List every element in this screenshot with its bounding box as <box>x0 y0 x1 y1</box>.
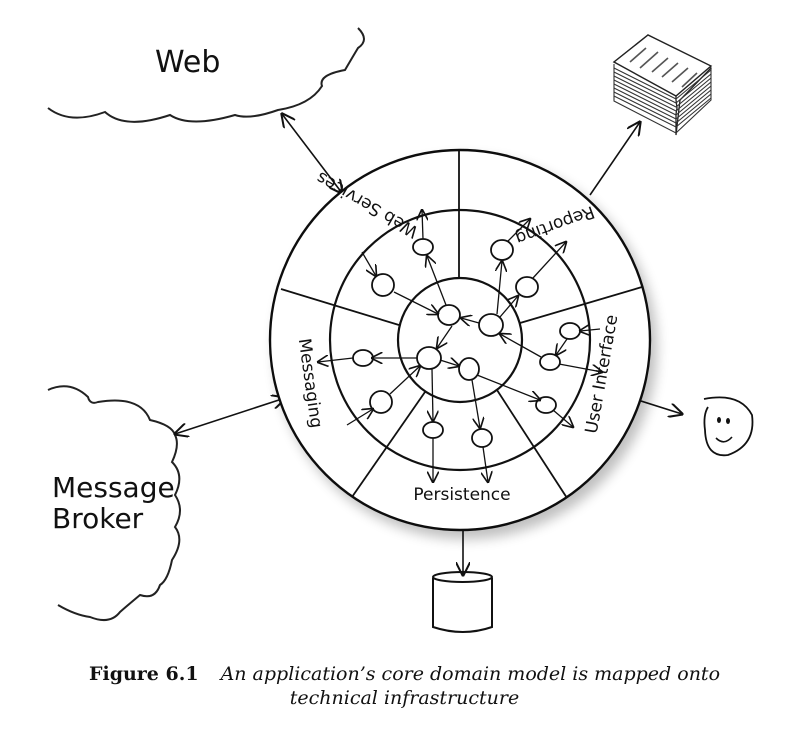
domain-core <box>396 276 524 404</box>
web-cloud: Web <box>47 27 365 123</box>
node <box>458 357 480 381</box>
node <box>369 390 393 414</box>
message-broker-label-line1: Message <box>52 471 175 504</box>
user-smiley-icon <box>703 396 754 457</box>
node <box>422 421 444 439</box>
persistence-label: Persistence <box>413 485 510 505</box>
onion-architecture: Web Services Reporting Messaging User In… <box>268 148 652 532</box>
database-cylinder-icon <box>432 571 493 633</box>
message-broker-cloud: Message Broker <box>47 385 181 622</box>
messaging-arrow <box>175 398 285 434</box>
node <box>471 428 493 448</box>
figure-number: Figure 6.1 <box>88 663 199 685</box>
caption-text-line1: An application’s core domain model is ma… <box>220 663 721 685</box>
message-broker-label-line2: Broker <box>52 502 144 535</box>
node <box>371 273 395 297</box>
dependency-arrows <box>318 210 602 482</box>
reporting-arrow <box>589 122 640 196</box>
node <box>437 304 461 326</box>
figure-caption: Figure 6.1 An application’s core domain m… <box>0 662 809 710</box>
node <box>490 239 514 261</box>
web-label: Web <box>155 45 220 80</box>
caption-line-1: Figure 6.1 An application’s core domain m… <box>0 662 809 686</box>
node <box>539 353 561 371</box>
node <box>416 346 442 370</box>
node <box>478 313 504 337</box>
domain-object-nodes <box>352 238 581 448</box>
reports-stack-icon <box>612 34 713 136</box>
node <box>352 349 374 367</box>
node <box>559 322 581 340</box>
section-dividers <box>280 150 643 499</box>
node <box>412 238 434 256</box>
web-arrow <box>282 114 342 193</box>
application-ring <box>328 208 592 472</box>
architecture-diagram: Web Message Br <box>47 27 754 633</box>
caption-text-line2: technical infrastructure <box>289 687 520 709</box>
node <box>515 276 539 298</box>
